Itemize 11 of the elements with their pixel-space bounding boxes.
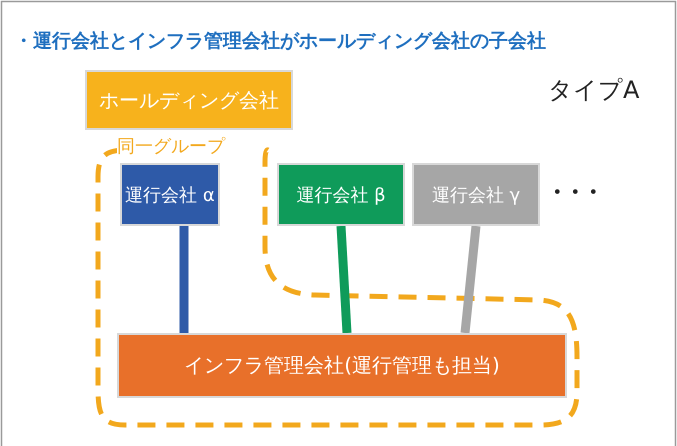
ellipsis-mark: ・・・ xyxy=(545,177,599,208)
connector-line xyxy=(180,226,188,333)
operator-box: 運行会社 α xyxy=(120,163,220,226)
operator-box: 運行会社 γ xyxy=(412,163,540,226)
operator-box: 運行会社 β xyxy=(277,163,405,226)
connector-line xyxy=(336,226,352,334)
holding-company-box: ホールディング会社 xyxy=(85,70,293,130)
connector-line xyxy=(460,226,480,334)
type-label: タイプA xyxy=(548,75,640,106)
title: ・運行会社とインフラ管理会社がホールディング会社の子会社 xyxy=(14,29,546,54)
infrastructure-company-box: インフラ管理会社(運行管理も担当) xyxy=(117,333,567,398)
